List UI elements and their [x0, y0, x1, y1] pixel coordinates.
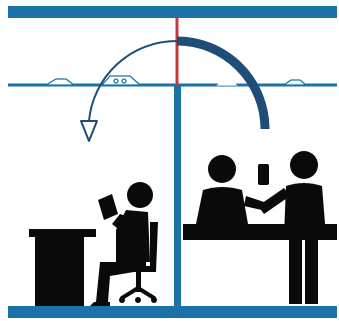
center-divider	[174, 85, 181, 306]
person-reading-icon	[90, 182, 153, 306]
clerk-icon	[196, 155, 269, 224]
bottom-bar	[8, 306, 337, 318]
desk-icon	[29, 229, 96, 306]
turning-arrow-icon	[81, 41, 177, 141]
top-bar	[8, 6, 337, 18]
